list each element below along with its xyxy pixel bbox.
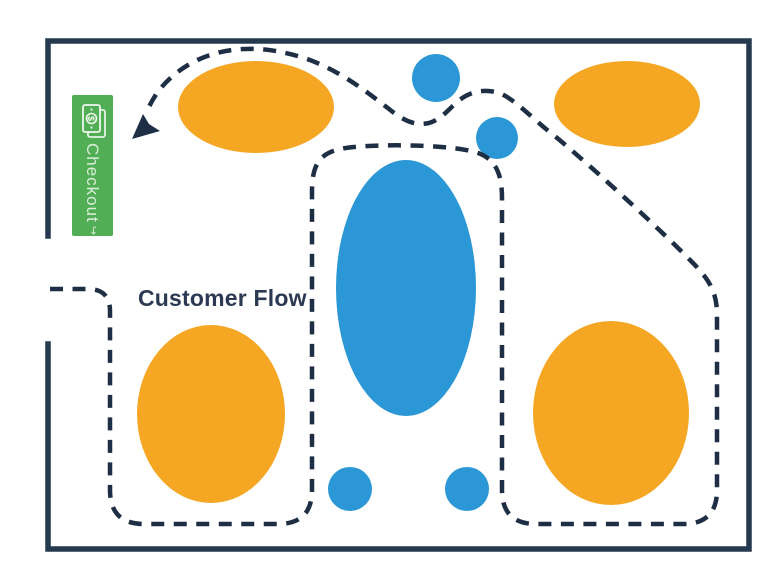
display-circle-bottom-1 [328, 467, 372, 511]
display-circle-bottom-2 [445, 467, 489, 511]
display-ellipse-top-right [554, 61, 700, 147]
display-circle-top-1 [412, 54, 460, 102]
display-ellipse-center-blue [336, 160, 476, 416]
checkout-sign-background [72, 95, 113, 236]
display-ellipse-bottom-left [137, 325, 285, 503]
store-walls [45, 38, 752, 552]
customer-flow-path [50, 46, 720, 527]
display-ellipse-bottom-right [533, 321, 689, 505]
diagram-title: Customer Flow [138, 285, 307, 311]
flow-arrowhead-icon [132, 114, 160, 139]
display-circle-top-2 [476, 117, 518, 159]
display-ellipse-top-left [178, 61, 334, 153]
